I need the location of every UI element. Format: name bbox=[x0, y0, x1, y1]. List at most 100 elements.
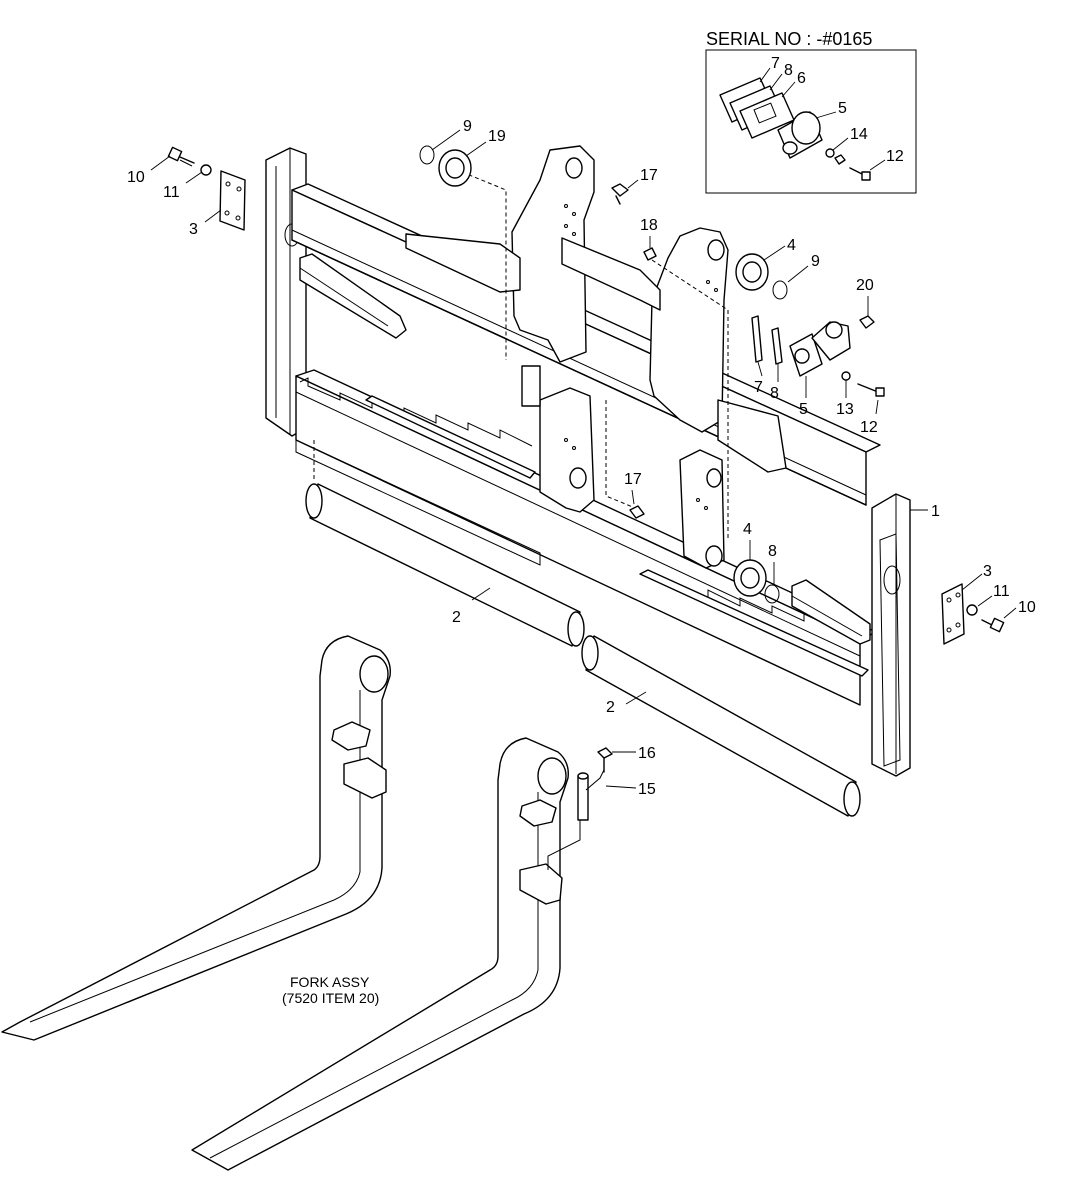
shim-7 bbox=[751, 315, 763, 363]
right-bumper-arm bbox=[791, 579, 871, 645]
lower-beam-lip bbox=[295, 391, 861, 657]
callout-13: 13 bbox=[836, 401, 854, 418]
o-ring-9b bbox=[772, 280, 788, 300]
leader bbox=[769, 73, 783, 91]
left-bumper-edge bbox=[299, 267, 389, 327]
left-rib bbox=[405, 233, 521, 293]
hole bbox=[714, 288, 718, 292]
hole bbox=[572, 212, 576, 216]
leader bbox=[869, 159, 886, 171]
callout-7: 7 bbox=[771, 55, 780, 72]
side-roller-wheel bbox=[825, 321, 843, 339]
leader bbox=[961, 573, 983, 591]
serial-label: SERIAL NO : -#0165 bbox=[706, 29, 872, 49]
left-end-hardware: 10 11 3 bbox=[127, 146, 246, 238]
right-mast-bracket bbox=[649, 227, 729, 433]
leader bbox=[605, 785, 637, 789]
middle-rib bbox=[561, 237, 661, 311]
inset-frame bbox=[705, 49, 917, 194]
bearing-4b-inner bbox=[740, 567, 760, 589]
shaft-2-lower-end bbox=[581, 635, 599, 671]
callout-10: 10 bbox=[127, 169, 145, 186]
leader bbox=[204, 209, 222, 223]
fork-left bbox=[1, 635, 391, 1041]
assembly-line bbox=[605, 400, 641, 511]
fitting-20 bbox=[859, 315, 875, 329]
pin-guide-line bbox=[547, 820, 581, 870]
fork-right: 16 15 bbox=[191, 737, 656, 1171]
end-plate-3 bbox=[219, 170, 246, 231]
fork-left-eye bbox=[359, 655, 389, 693]
callout-2b: 2 bbox=[606, 699, 615, 716]
left-bracket-lower bbox=[539, 387, 595, 513]
bolt-16-head bbox=[597, 747, 613, 759]
fork-note-line1: FORK ASSY bbox=[290, 974, 370, 990]
bearing-19-inner bbox=[445, 157, 465, 179]
end-plate-3b bbox=[941, 583, 965, 645]
leader bbox=[977, 595, 993, 607]
right-bracket-mid-boss bbox=[706, 468, 722, 488]
callout-6: 6 bbox=[797, 70, 806, 87]
washer-13 bbox=[841, 371, 851, 381]
left-mast-bracket bbox=[511, 145, 595, 363]
bolt-12-head bbox=[875, 387, 885, 397]
callout-20: 20 bbox=[856, 277, 874, 294]
callout-5: 5 bbox=[838, 100, 847, 117]
lower-beam-hem bbox=[295, 439, 541, 566]
callout-11: 11 bbox=[163, 184, 180, 201]
leader bbox=[781, 81, 796, 98]
leader bbox=[431, 129, 461, 151]
o-ring-9 bbox=[419, 145, 435, 165]
right-upright-slot bbox=[879, 533, 901, 767]
inset-plate-window bbox=[753, 102, 777, 124]
bolt-10-thread bbox=[179, 159, 193, 167]
serial-inset: SERIAL NO : -#0165 7 8 6 5 14 12 bbox=[705, 29, 917, 194]
leader bbox=[815, 111, 837, 119]
callout-7b: 7 bbox=[754, 379, 763, 396]
hole bbox=[572, 446, 576, 450]
right-upright-bore bbox=[883, 565, 901, 595]
callout-9b: 9 bbox=[811, 253, 820, 270]
inset-washer-14 bbox=[825, 148, 835, 158]
plate-hole bbox=[946, 597, 952, 603]
plug-18 bbox=[643, 247, 657, 261]
leader bbox=[1003, 607, 1017, 619]
callout-16: 16 bbox=[638, 745, 656, 762]
fork-left-hook-lower bbox=[343, 757, 387, 799]
inset-bolt-head bbox=[861, 171, 871, 181]
shaft-2-upper-tip bbox=[567, 611, 585, 647]
callout-9: 9 bbox=[463, 118, 472, 135]
shaft-2-upper-end bbox=[305, 483, 323, 519]
hole bbox=[704, 506, 708, 510]
plate-hole bbox=[225, 181, 231, 187]
fork-right-hook-lower bbox=[519, 863, 563, 905]
fork-left-edge bbox=[29, 871, 361, 1023]
callout-18: 18 bbox=[640, 217, 658, 234]
fork-right-eye bbox=[537, 757, 567, 795]
callout-4: 4 bbox=[787, 237, 796, 254]
plate-hole bbox=[235, 215, 241, 221]
callout-8c: 8 bbox=[768, 543, 777, 560]
right-bracket-boss bbox=[707, 239, 725, 261]
left-bracket-lower-boss bbox=[569, 467, 587, 489]
callout-4b: 4 bbox=[743, 521, 752, 538]
callout-19: 19 bbox=[488, 128, 506, 145]
washer-11 bbox=[200, 164, 212, 176]
plate-hole bbox=[946, 627, 952, 633]
lock-pin-15-top bbox=[577, 772, 589, 780]
leader bbox=[627, 179, 639, 189]
leader bbox=[757, 361, 763, 377]
plate-hole bbox=[955, 622, 961, 628]
fork-right-body bbox=[191, 737, 569, 1171]
bolt-10b-head bbox=[989, 617, 1005, 633]
leader bbox=[465, 141, 487, 157]
upper-left-hardware: 9 19 17 18 bbox=[419, 118, 658, 261]
hole bbox=[572, 232, 576, 236]
grease-fitting-17-stem bbox=[615, 195, 621, 205]
right-bracket-lower-boss bbox=[705, 545, 723, 567]
bearing-4-inner bbox=[742, 261, 762, 283]
leader bbox=[150, 155, 171, 171]
notch-strip-right bbox=[639, 569, 869, 677]
hole bbox=[696, 498, 700, 502]
